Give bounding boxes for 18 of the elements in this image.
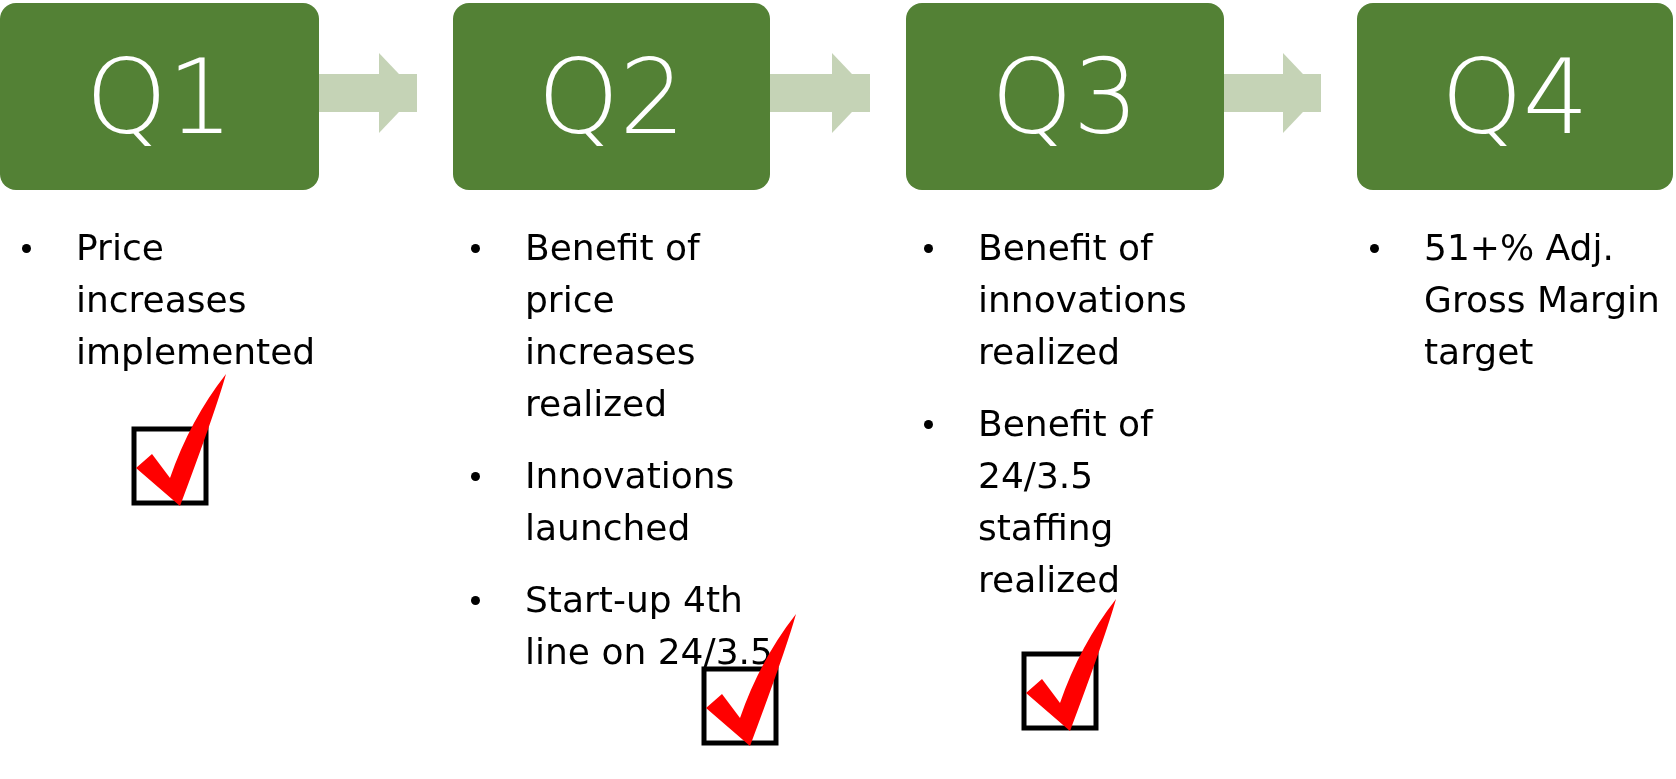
quarter-box xyxy=(1357,3,1673,190)
milestone-text: 51+% Adj. Gross Margin target xyxy=(1424,226,1661,374)
arrow xyxy=(770,53,870,133)
arrow xyxy=(1224,53,1321,133)
milestone-text: Benefit of price increases realized xyxy=(525,226,702,426)
quarter-label: Q1 xyxy=(85,44,234,149)
milestone-text: Benefit of 24/3.5 staffing realized xyxy=(978,402,1155,602)
quarter-box xyxy=(0,3,319,190)
quarter-label: Q2 xyxy=(537,44,686,149)
milestone-text: Price increases implemented xyxy=(76,226,317,374)
quarter-box xyxy=(453,3,770,190)
arrow xyxy=(319,53,417,133)
quarter-box xyxy=(906,3,1224,190)
milestone-text: Benefit of innovations realized xyxy=(978,226,1188,374)
milestone-text: Start-up 4th line on 24/3.5 xyxy=(525,578,774,674)
quarter-label: Q4 xyxy=(1441,44,1589,149)
quarter-label: Q3 xyxy=(991,44,1139,149)
milestone-text: Innovations launched xyxy=(525,454,736,550)
